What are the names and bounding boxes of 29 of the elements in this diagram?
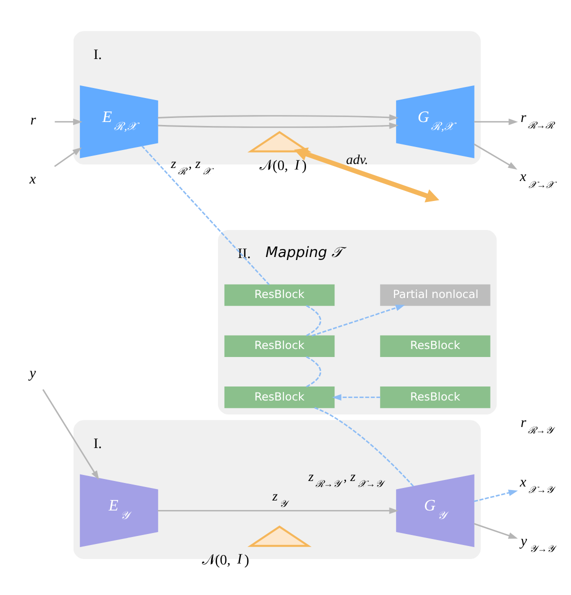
node-box: ResBlock xyxy=(380,386,490,408)
node-text: y xyxy=(30,366,36,382)
arrow xyxy=(54,118,82,126)
connector xyxy=(314,407,414,487)
node-box: ResBlock xyxy=(224,386,335,408)
connector xyxy=(306,356,322,388)
arrow xyxy=(474,490,518,502)
edge-label: adv. xyxy=(346,152,368,167)
node-picture xyxy=(247,525,312,547)
arrow xyxy=(474,118,518,126)
node-box: Partial nonlocal xyxy=(380,284,490,306)
node-picture xyxy=(247,131,312,152)
arrow xyxy=(42,389,100,480)
node-box: ResBlock xyxy=(224,284,335,306)
connector xyxy=(306,304,322,336)
arrow xyxy=(54,147,82,168)
arrow xyxy=(474,144,518,170)
arrow xyxy=(474,523,518,539)
connector xyxy=(141,145,270,286)
arrow xyxy=(158,507,399,514)
arrow xyxy=(332,394,380,401)
node-box: ResBlock xyxy=(224,335,335,357)
arrow xyxy=(158,114,399,121)
node-text: r xyxy=(30,112,36,129)
node-text: x xyxy=(30,172,36,188)
arrow xyxy=(294,148,440,202)
arrow xyxy=(158,122,399,129)
node-box: ResBlock xyxy=(380,335,490,357)
arrow xyxy=(312,304,405,336)
